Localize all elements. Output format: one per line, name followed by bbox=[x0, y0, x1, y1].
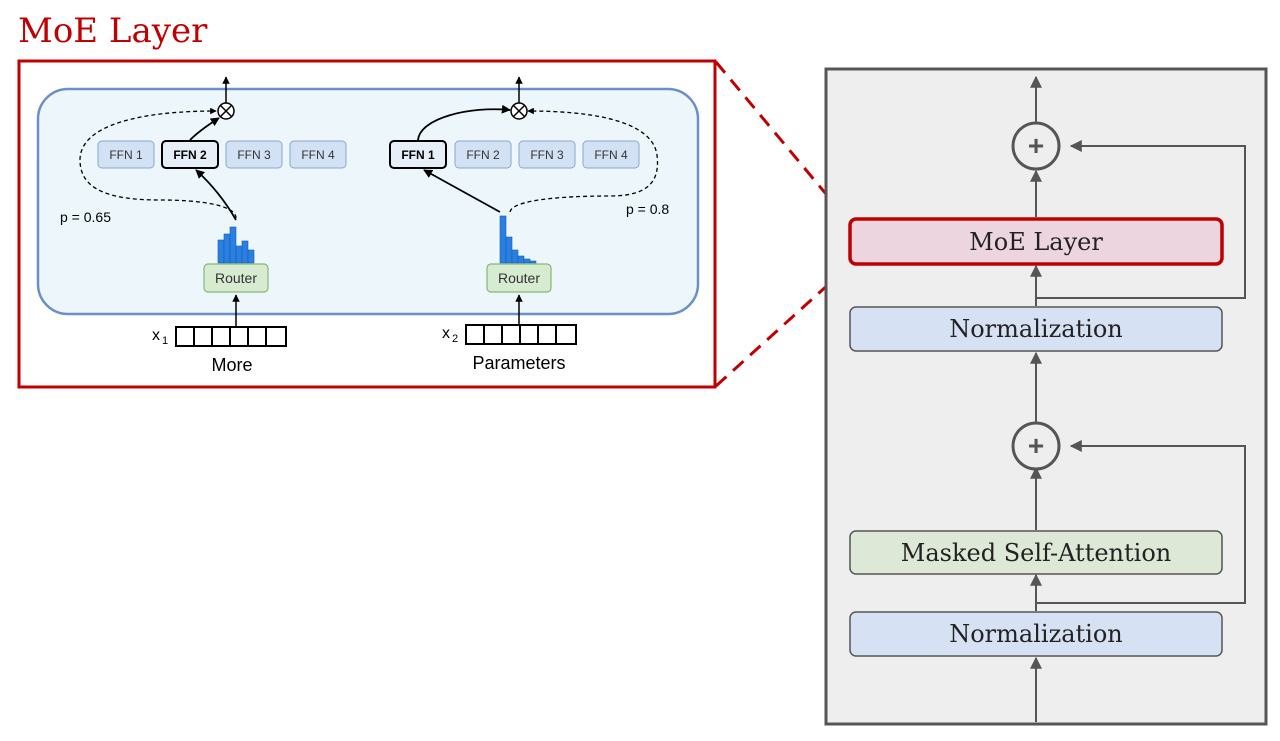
ffn-label-selected: FFN 2 bbox=[173, 148, 207, 162]
ffn-label: FFN 3 bbox=[530, 148, 564, 162]
token-vector bbox=[175, 326, 287, 347]
token-word: More bbox=[211, 355, 252, 375]
left-route: FFN 1 FFN 2 FFN 3 FFN 4 p = 0.65 Router … bbox=[60, 76, 347, 375]
norm-bottom-label: Normalization bbox=[949, 620, 1123, 648]
token-subscript: 2 bbox=[452, 333, 458, 345]
moe-layer-label: MoE Layer bbox=[969, 228, 1103, 256]
multiply-circle-icon bbox=[217, 102, 235, 120]
page-title: MoE Layer bbox=[18, 11, 208, 51]
probability-label: p = 0.65 bbox=[60, 209, 111, 225]
connector-top bbox=[714, 61, 853, 225]
norm-bottom-box bbox=[849, 611, 1223, 657]
add-circle-icon: + bbox=[1011, 421, 1061, 471]
token-symbol: x bbox=[442, 325, 450, 342]
router-label: Router bbox=[215, 270, 257, 286]
ffn-box bbox=[97, 140, 155, 169]
ffn-box bbox=[582, 140, 640, 169]
norm-top-box bbox=[849, 306, 1223, 352]
ffn-label-selected: FFN 1 bbox=[401, 148, 435, 162]
add-circle-icon: + bbox=[1011, 121, 1061, 171]
transformer-block: + + Normalization Masked Self-Attention … bbox=[824, 67, 1268, 726]
residual-connection bbox=[1036, 140, 1246, 299]
router-box bbox=[486, 263, 552, 293]
ffn-to-combine-arrow bbox=[417, 104, 511, 141]
ffn-box-selected bbox=[389, 140, 447, 169]
multiply-circle-icon bbox=[510, 102, 528, 120]
probability-label: p = 0.8 bbox=[626, 201, 669, 217]
ffn-label: FFN 3 bbox=[237, 148, 271, 162]
zoom-inner-panel bbox=[36, 87, 700, 316]
token-symbol: x bbox=[152, 327, 160, 344]
ffn-box bbox=[518, 140, 576, 169]
ffn-label: FFN 4 bbox=[594, 148, 628, 162]
ffn-to-combine-arrow bbox=[189, 117, 220, 141]
add-symbol: + bbox=[1028, 430, 1044, 461]
router-label: Router bbox=[498, 270, 540, 286]
router-box bbox=[203, 263, 269, 293]
router-to-ffn-arrow bbox=[423, 169, 501, 213]
residual-connection bbox=[1036, 440, 1246, 604]
router-histogram bbox=[217, 226, 255, 264]
ffn-box bbox=[454, 140, 512, 169]
ffn-box bbox=[289, 140, 347, 169]
token-vector bbox=[465, 324, 577, 345]
attention-box bbox=[849, 530, 1223, 575]
attention-label: Masked Self-Attention bbox=[901, 539, 1171, 567]
token-word: Parameters bbox=[472, 353, 565, 373]
ffn-box-selected bbox=[161, 140, 219, 169]
moe-layer-box bbox=[848, 217, 1224, 266]
ffn-label: FFN 1 bbox=[109, 148, 143, 162]
ffn-box bbox=[225, 140, 283, 169]
norm-top-label: Normalization bbox=[949, 315, 1123, 343]
dashed-gate-path bbox=[79, 107, 237, 219]
ffn-label: FFN 4 bbox=[301, 148, 335, 162]
dashed-gate-path bbox=[509, 107, 659, 213]
router-histogram bbox=[499, 215, 537, 264]
ffn-label: FFN 2 bbox=[466, 148, 500, 162]
right-route: FFN 1 FFN 2 FFN 3 FFN 4 p = 0.8 Router x… bbox=[389, 76, 669, 373]
token-subscript: 1 bbox=[162, 335, 168, 347]
router-to-ffn-arrow bbox=[195, 169, 237, 221]
add-symbol: + bbox=[1028, 130, 1044, 161]
